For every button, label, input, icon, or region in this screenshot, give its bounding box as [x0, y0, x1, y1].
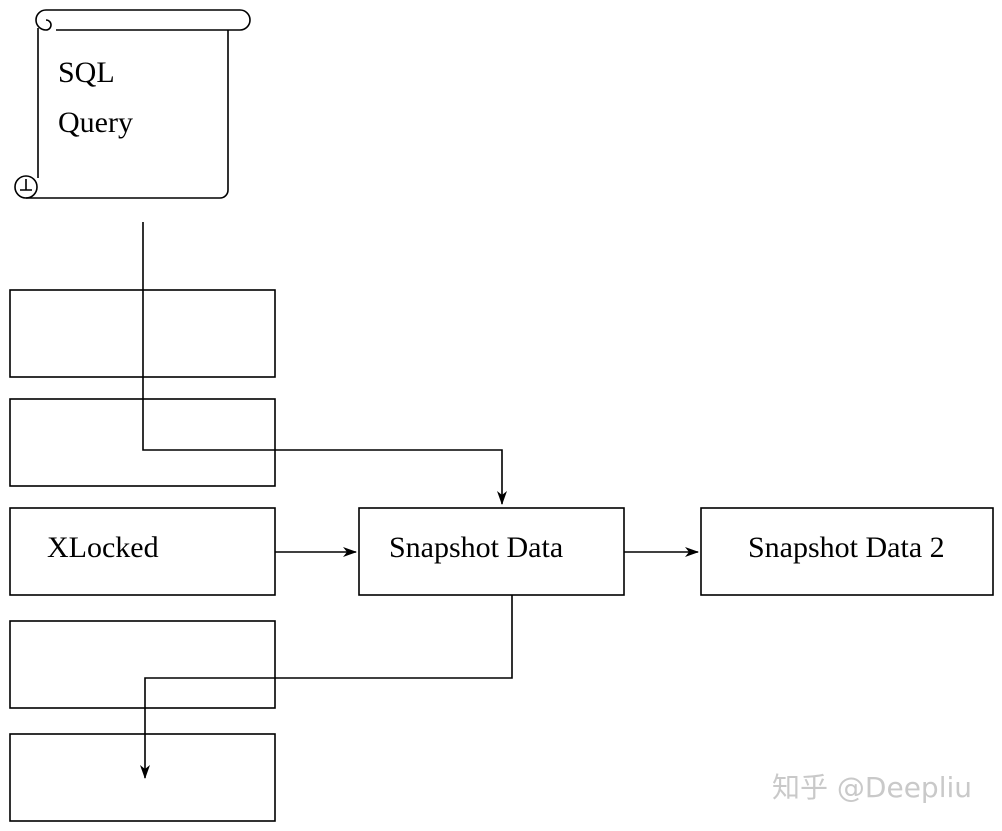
- scroll-document-icon: [14, 9, 251, 199]
- snapshot-data-label: Snapshot Data: [389, 531, 563, 564]
- block-5: [9, 733, 276, 822]
- block-4: [9, 620, 276, 709]
- snapshot-data-2-box: [700, 507, 994, 596]
- snapshot-to-block-arrow: [140, 595, 513, 779]
- scroll-query-text: Query: [58, 106, 133, 139]
- query-to-snapshot-arrow: [142, 222, 507, 505]
- snapshot-data-2-label: Snapshot Data 2: [748, 531, 945, 564]
- scroll-sql-text: SQL: [58, 56, 115, 89]
- watermark-text: 知乎 @Deepliu: [772, 771, 972, 804]
- block-xlocked-label: XLocked: [47, 531, 159, 564]
